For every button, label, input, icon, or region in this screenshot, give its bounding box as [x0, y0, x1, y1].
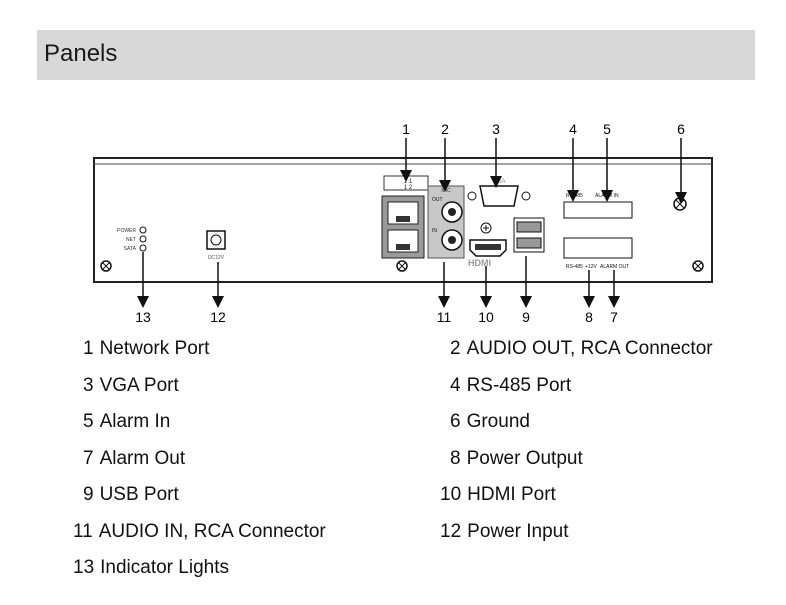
legend-text: RS-485 Port	[466, 374, 572, 396]
legend-number: 8	[450, 447, 461, 469]
legend-text: Network Port	[99, 338, 210, 359]
screw-center	[396, 260, 408, 272]
callout-bottom-9: 9	[522, 309, 530, 325]
rs485-top-label: RS-485	[566, 193, 583, 199]
rs485-bottom-label: RS-485	[566, 264, 583, 270]
callout-bottom-13: 13	[135, 309, 151, 325]
legend-number: 9	[83, 484, 94, 505]
callout-bottom-7: 7	[610, 309, 618, 325]
terminal-block: RS-485 ALARM IN RS-485 +12V ALARM OUT	[563, 193, 633, 270]
callout-bottom-8: 8	[585, 309, 593, 325]
callout-top-2: 2	[441, 121, 449, 137]
legend-text: AUDIO OUT, RCA Connector	[466, 338, 713, 359]
in-label: IN	[432, 228, 437, 234]
legend-text: Alarm In	[99, 411, 171, 432]
sata-label: SATA	[124, 246, 137, 252]
legend-number: 4	[450, 374, 461, 396]
callout-top-6: 6	[677, 121, 685, 137]
legend-number: 5	[83, 411, 94, 432]
alarm-out-label: ALARM OUT	[600, 264, 629, 270]
legend-number: 6	[450, 411, 461, 432]
net-label: NET	[126, 237, 136, 243]
screw-right	[692, 260, 704, 272]
callout-bottom-10: 10	[478, 309, 494, 325]
audio-rca-connectors: MIC OUT IN	[427, 185, 465, 259]
hdmi-port: HDMI	[468, 239, 507, 268]
plus12v-label: +12V	[585, 264, 597, 270]
power-input-jack: DC12V	[206, 230, 226, 261]
legend-text: USB Port	[99, 484, 179, 505]
legend-number: 11	[73, 520, 93, 542]
network-ports: 1 1 1 2	[381, 175, 429, 259]
legend-number: 10	[440, 484, 462, 505]
power-label: POWER	[117, 228, 136, 234]
legend-number: 3	[83, 374, 94, 396]
page-title: Panels	[44, 40, 118, 67]
indicator-lights: POWER NET SATA	[117, 226, 147, 252]
mic-label: MIC	[441, 188, 451, 194]
ground-screw	[673, 197, 687, 211]
vga-label: VGA	[493, 179, 506, 185]
legend-text: HDMI Port	[467, 484, 556, 505]
screw-middle	[480, 222, 492, 234]
legend-text: Power Input	[467, 520, 569, 542]
screw-left	[100, 260, 112, 272]
legend-number: 13	[73, 557, 95, 578]
hdmi-label: HDMI	[468, 258, 491, 268]
callout-top-3: 3	[492, 121, 500, 137]
legend-text: Power Output	[466, 447, 583, 469]
net-pair-bottom: 1 2	[404, 185, 413, 191]
dc-label: DC12V	[208, 255, 225, 261]
callout-top-5: 5	[603, 121, 611, 137]
legend-text: Indicator Lights	[100, 557, 229, 578]
header-bar: Panels	[37, 30, 755, 80]
legend-number: 7	[83, 447, 94, 469]
rear-panel-diagram: POWER NET SATA DC12V 1 1 1 2 MIC OUT IN	[93, 121, 713, 325]
callout-top-1: 1	[402, 121, 410, 137]
callout-top-4: 4	[569, 121, 577, 137]
legend-text: Alarm Out	[99, 447, 186, 469]
legend-number: 1	[83, 338, 94, 359]
callout-bottom-11: 11	[437, 309, 452, 325]
net-pair-top: 1 1	[404, 179, 413, 185]
legend-text: AUDIO IN, RCA Connector	[98, 520, 326, 542]
out-label: OUT	[432, 197, 443, 203]
legend-number: 12	[440, 520, 462, 542]
legend-text: VGA Port	[99, 374, 179, 396]
legend-number: 2	[450, 338, 461, 359]
legend-text: Ground	[466, 411, 530, 432]
usb-ports	[513, 217, 545, 253]
callout-bottom-12: 12	[210, 309, 226, 325]
